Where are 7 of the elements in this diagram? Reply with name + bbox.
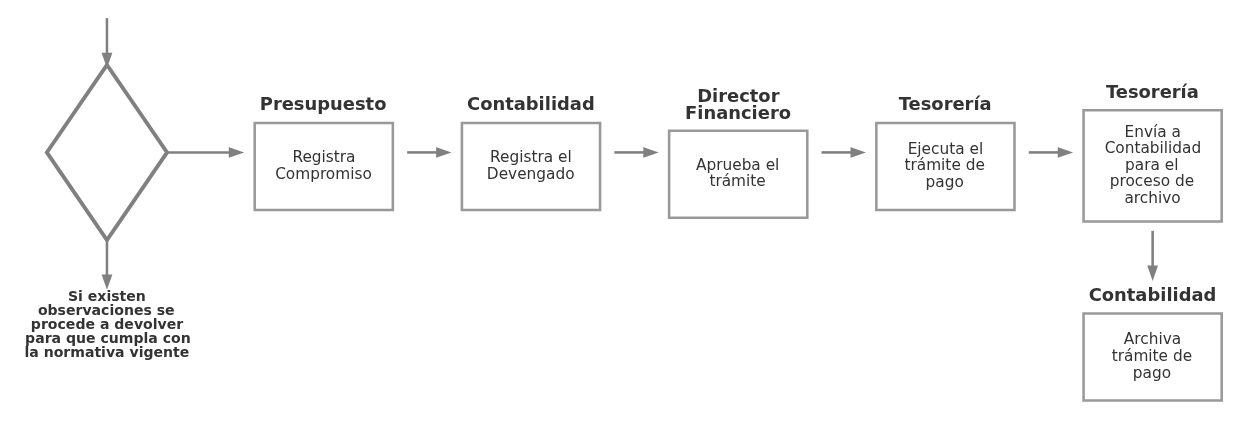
node-label: Contabilidad bbox=[1088, 283, 1217, 305]
node-label: Tesorería bbox=[898, 92, 992, 114]
node-label: Contabilidad bbox=[467, 92, 595, 114]
node-label: Director Financiero bbox=[685, 84, 792, 123]
node-text: Si existen observaciones se procede a devolver para que cumpla con la normativa vigente bbox=[24, 287, 191, 360]
node-label: Presupuesto bbox=[259, 92, 387, 114]
node-label: Tesorería bbox=[1105, 80, 1199, 102]
